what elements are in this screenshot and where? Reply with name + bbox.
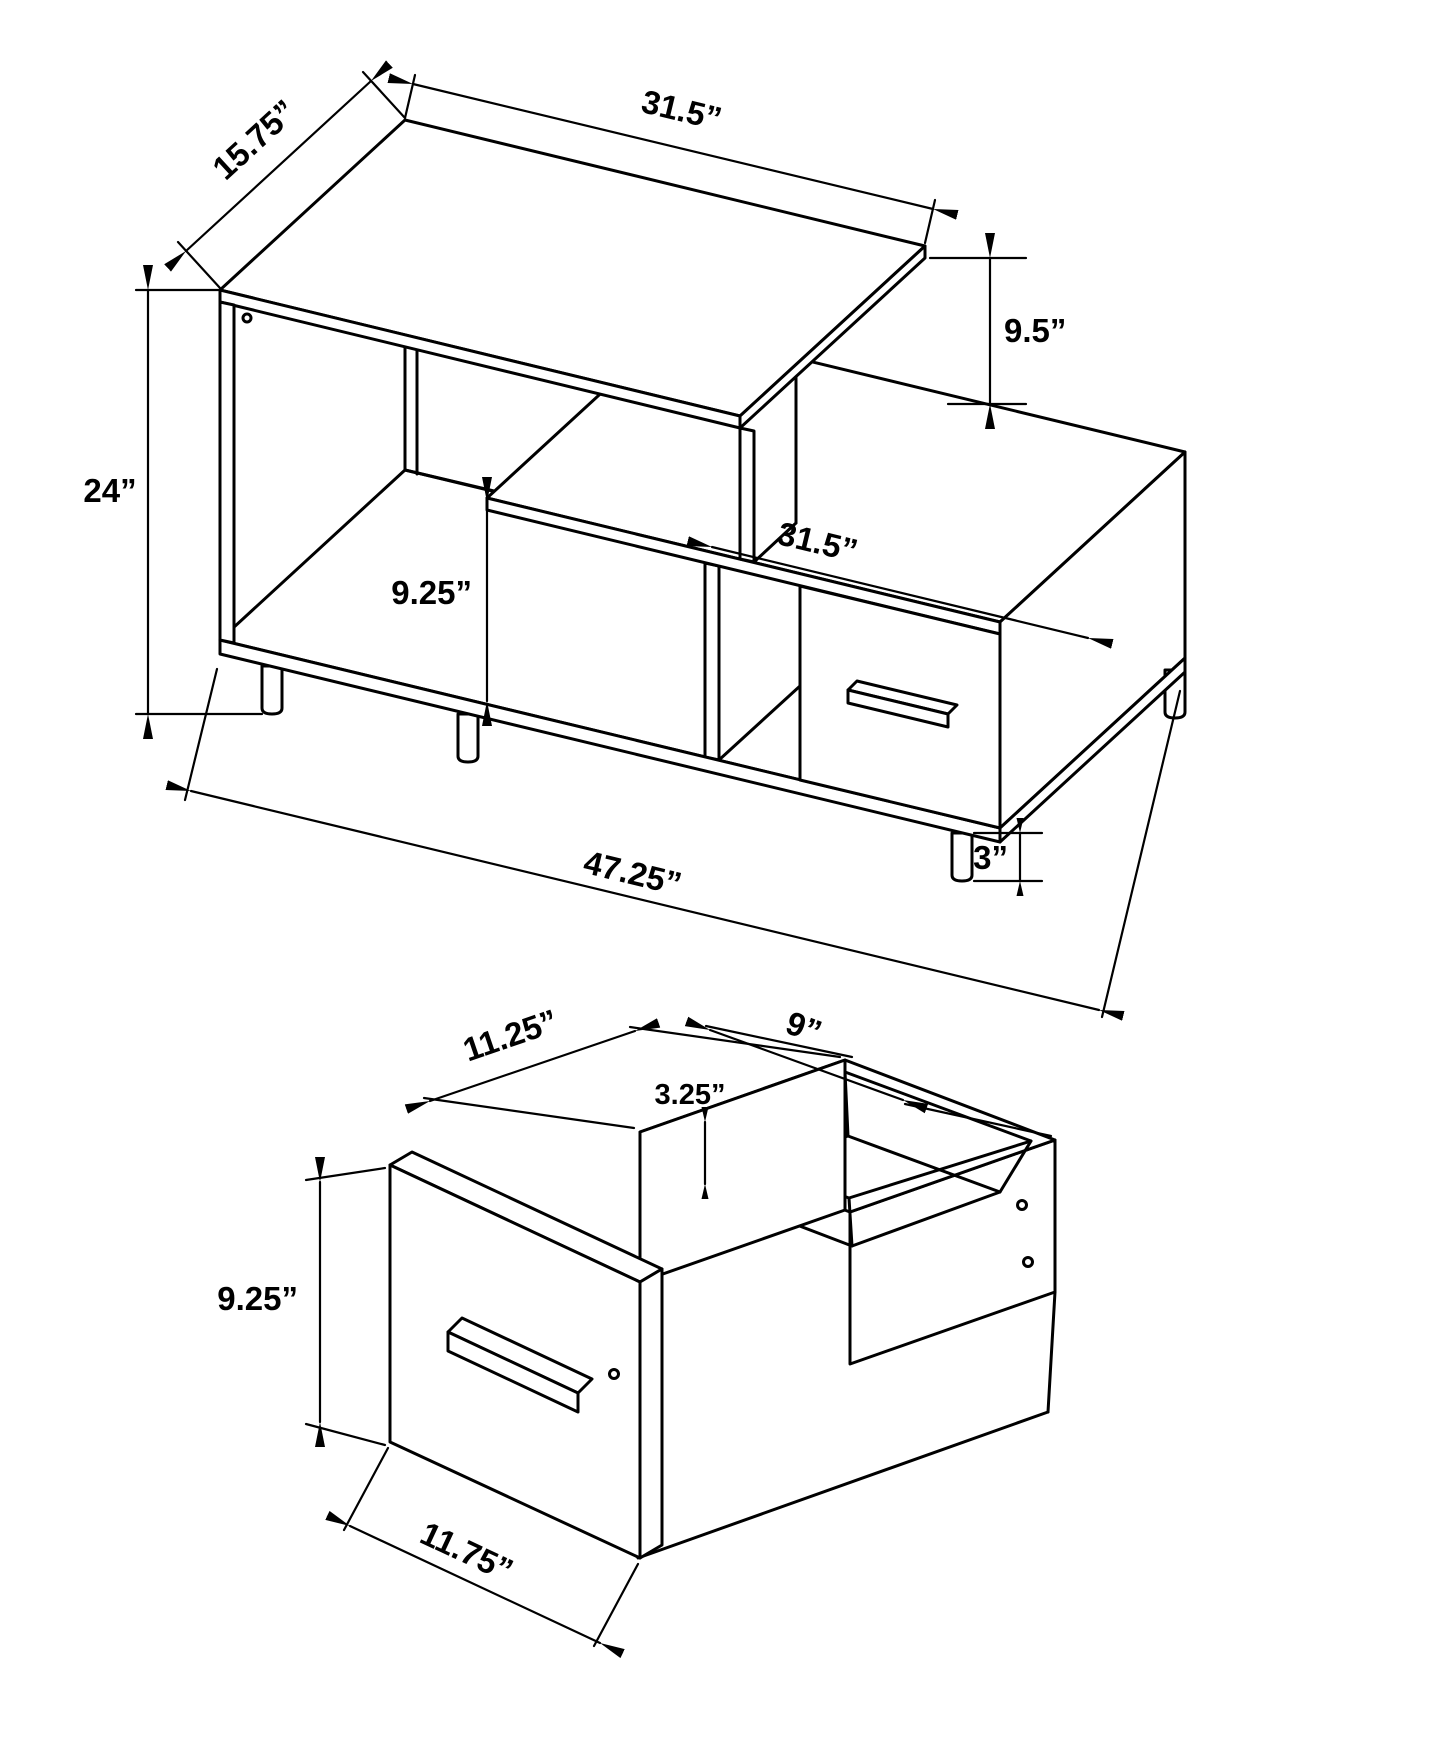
drawer-screw-hole (1016, 1199, 1028, 1211)
tv-stand-divider-panel (703, 561, 721, 762)
dim-label-leg-height: 3” (973, 839, 1008, 876)
drawer-handle-front (446, 1330, 580, 1414)
dim-arrow-shelf-width (686, 536, 1114, 649)
tv-stand-leg-mid-left (456, 712, 480, 764)
drawer-inner-corner (998, 1139, 1033, 1194)
drawer-screw-hole (608, 1368, 620, 1380)
drawer-bottom-slab-corner (1046, 1290, 1057, 1414)
tv-stand-leg-front-right (950, 831, 974, 883)
drawer-screw-hole (1022, 1256, 1034, 1268)
drawer-front-side-edge (638, 1267, 664, 1560)
dim-label-shelf-gap: 9.5” (1004, 312, 1066, 349)
dim-arrow-box-depth (684, 1016, 929, 1114)
tv-stand-shelf-pin-hole (241, 312, 253, 324)
ext-line (183, 667, 219, 802)
tv-stand-leg-front-left (260, 664, 284, 716)
dim-label-front-height: 9.25” (217, 1280, 298, 1317)
drawer-inner-corner (847, 1196, 854, 1248)
tv-stand-top-panel-right-edge (738, 244, 927, 430)
tv-stand-support-panel (738, 426, 756, 564)
dim-arrow-overall-width (165, 780, 1125, 1021)
dim-label-overall-height: 24” (83, 472, 136, 509)
tv-stand-divider-bottom-edge (717, 684, 802, 762)
dim-label-opening-height: 9.25” (391, 574, 472, 611)
dim-arrow-top-width (387, 73, 959, 220)
drawer-bottom-slab-edge (636, 1410, 1050, 1560)
tv-stand-drawer-handle-front (846, 688, 950, 729)
dim-arrow-box-width (404, 1018, 661, 1114)
dim-arrow-top-depth (164, 60, 393, 272)
tv-stand-figure: 15.75” 31.5” 24” 9.5” 9.25” 31.5” (83, 60, 1187, 1021)
ext-line (903, 1102, 1053, 1138)
drawer-figure: 9.25” 11.75” 11.25” 9” 3.25” (217, 1002, 1057, 1659)
tv-stand-left-panel-edge (218, 300, 236, 645)
tv-stand-base-back-edge (403, 468, 496, 493)
dim-label-box-inner-height: 3.25” (655, 1079, 726, 1111)
dim-arrow-front-width (325, 1510, 625, 1659)
